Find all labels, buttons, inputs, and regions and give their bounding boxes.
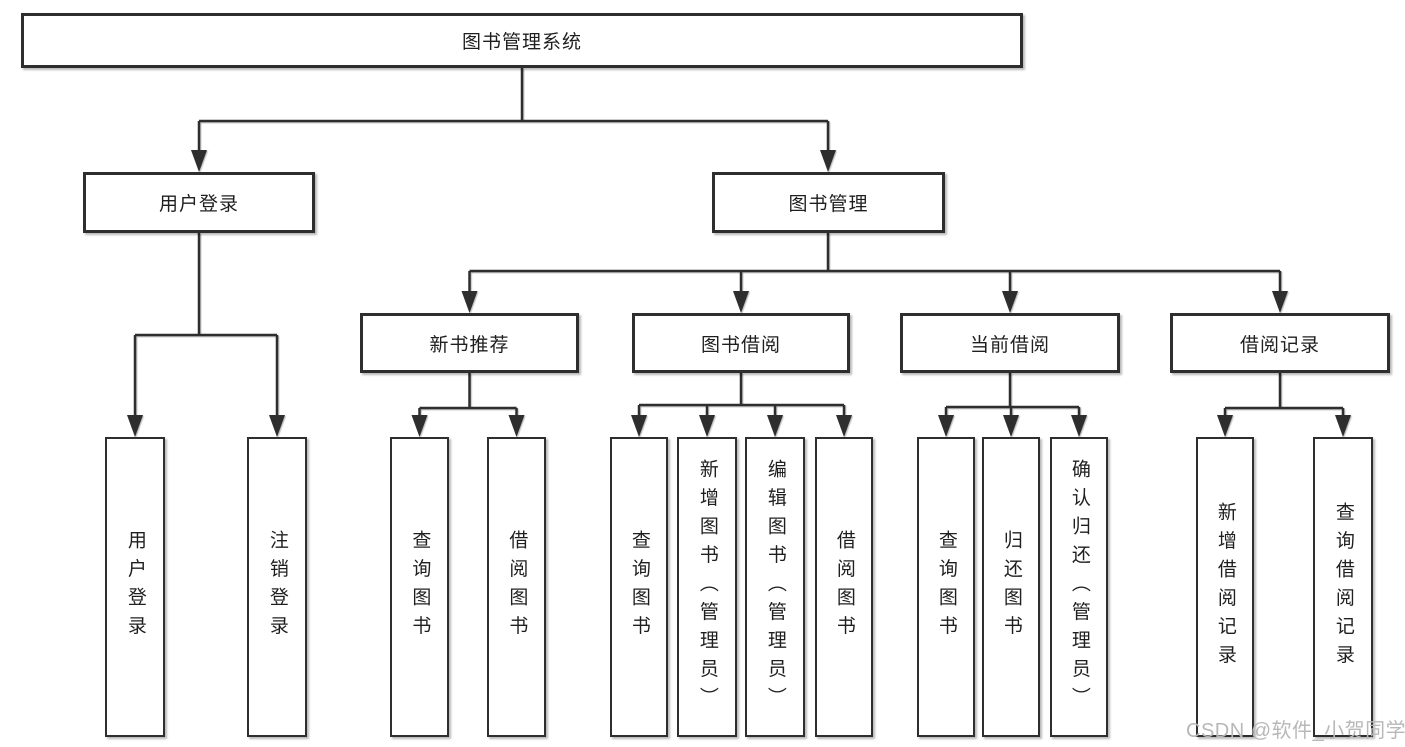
node-borrow-records-label: 借阅记录 (1239, 334, 1320, 356)
leaf-query-book-borrow: 查询图书 (610, 437, 668, 737)
leaf-query-book-recommend: 查询图书 (390, 437, 449, 737)
leaf-borrow-book-recommend-label: 借阅图书 (506, 530, 528, 644)
leaf-return-book-label: 归还图书 (1000, 530, 1022, 644)
node-book-borrow-label: 图书借阅 (700, 334, 781, 356)
leaf-add-book-admin: 新增图书（管理员） (677, 437, 737, 737)
leaf-query-book-current-label: 查询图书 (935, 530, 957, 644)
leaf-query-borrow-record-label: 查询借阅记录 (1332, 501, 1354, 673)
arrowheads (127, 150, 1351, 437)
leaf-user-login: 用户登录 (105, 437, 165, 737)
leaf-query-borrow-record: 查询借阅记录 (1313, 437, 1373, 737)
leaf-return-book: 归还图书 (982, 437, 1040, 737)
leaf-borrow-book-recommend: 借阅图书 (487, 437, 546, 737)
leaf-query-book-current: 查询图书 (917, 437, 975, 737)
node-book-borrow: 图书借阅 (632, 313, 850, 373)
node-book-management: 图书管理 (712, 172, 945, 233)
node-borrow-records: 借阅记录 (1170, 313, 1390, 373)
node-library-system: 图书管理系统 (21, 13, 1023, 68)
leaf-confirm-return-admin: 确认归还（管理员） (1050, 437, 1108, 737)
node-new-book-recommend-label: 新书推荐 (429, 334, 510, 356)
leaf-add-book-admin-label: 新增图书（管理员） (696, 458, 718, 716)
leaf-edit-book-admin-label: 编辑图书（管理员） (764, 458, 786, 716)
csdn-watermark: CSDN @软件_小贺同学 (1186, 720, 1405, 742)
leaf-borrow-book: 借阅图书 (815, 437, 873, 737)
node-book-management-label: 图书管理 (788, 194, 869, 215)
leaf-query-book-borrow-label: 查询图书 (628, 530, 650, 644)
leaf-user-login-label: 用户登录 (124, 530, 146, 644)
leaf-borrow-book-label: 借阅图书 (833, 530, 855, 644)
leaf-add-borrow-record-label: 新增借阅记录 (1214, 501, 1236, 673)
node-user-login-label: 用户登录 (158, 194, 239, 215)
leaf-logout-label: 注销登录 (266, 530, 288, 644)
node-library-system-label: 图书管理系统 (461, 32, 582, 53)
leaf-confirm-return-admin-label: 确认归还（管理员） (1068, 458, 1090, 716)
node-new-book-recommend: 新书推荐 (360, 313, 579, 373)
node-current-borrow-label: 当前借阅 (969, 334, 1050, 356)
node-user-login: 用户登录 (83, 172, 315, 233)
leaf-query-book-recommend-label: 查询图书 (409, 530, 431, 644)
node-current-borrow: 当前借阅 (900, 313, 1120, 373)
leaf-add-borrow-record: 新增借阅记录 (1196, 437, 1254, 737)
leaf-logout: 注销登录 (247, 437, 307, 737)
leaf-edit-book-admin: 编辑图书（管理员） (745, 437, 805, 737)
